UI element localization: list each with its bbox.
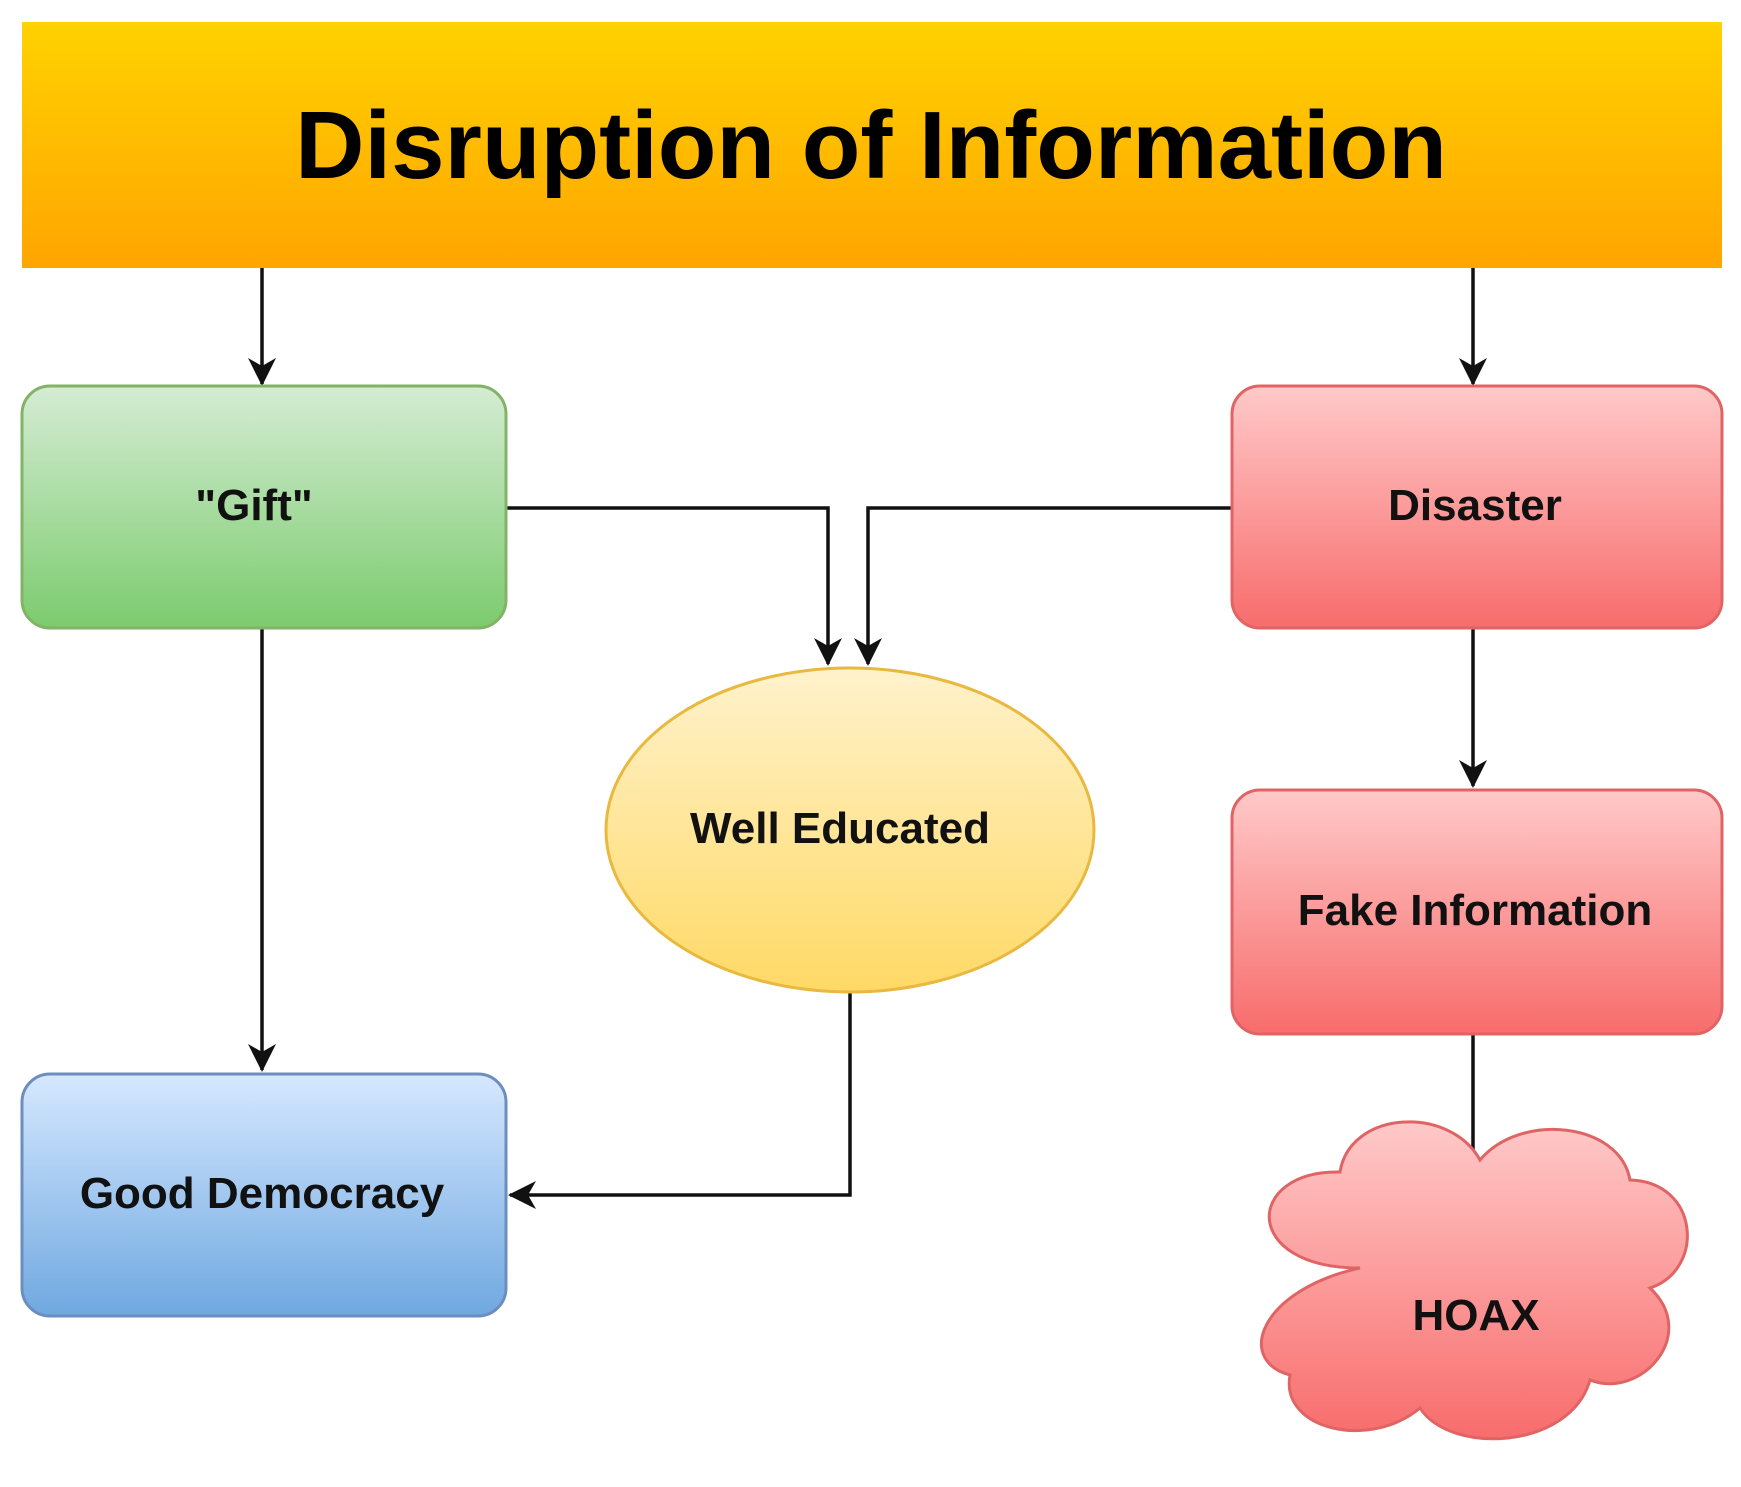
node-disaster-shape bbox=[1230, 384, 1724, 630]
node-fake-information: Fake Information bbox=[1230, 788, 1724, 1036]
node-fake-information-label: Fake Information bbox=[1298, 886, 1653, 935]
node-disaster-label: Disaster bbox=[1388, 481, 1562, 530]
node-hoax-shape bbox=[1260, 1120, 1689, 1441]
edge-disaster-to-well-educated bbox=[854, 506, 1232, 666]
node-fake-information-shape bbox=[1230, 788, 1724, 1036]
title-banner: Disruption of Information bbox=[22, 22, 1722, 268]
title-banner-background bbox=[22, 22, 1722, 268]
node-gift-label: "Gift" bbox=[195, 481, 312, 530]
diagram-title: Disruption of Information bbox=[295, 92, 1447, 199]
node-well-educated-shape bbox=[604, 666, 1096, 994]
edges bbox=[248, 268, 1487, 1209]
node-good-democracy: Good Democracy bbox=[20, 1072, 508, 1318]
node-disaster: Disaster bbox=[1230, 384, 1724, 630]
node-hoax-label: HOAX bbox=[1412, 1291, 1539, 1340]
node-good-democracy-shape bbox=[20, 1072, 508, 1318]
node-well-educated: Well Educated bbox=[604, 666, 1096, 994]
edge-well-educated-to-good-democracy bbox=[508, 993, 852, 1209]
node-gift: "Gift" bbox=[20, 384, 508, 630]
edge-gift-to-well-educated bbox=[506, 506, 842, 666]
node-good-democracy-label: Good Democracy bbox=[80, 1169, 445, 1218]
node-well-educated-label: Well Educated bbox=[690, 804, 990, 853]
node-hoax: HOAX bbox=[1260, 1120, 1689, 1441]
node-gift-shape bbox=[20, 384, 508, 630]
